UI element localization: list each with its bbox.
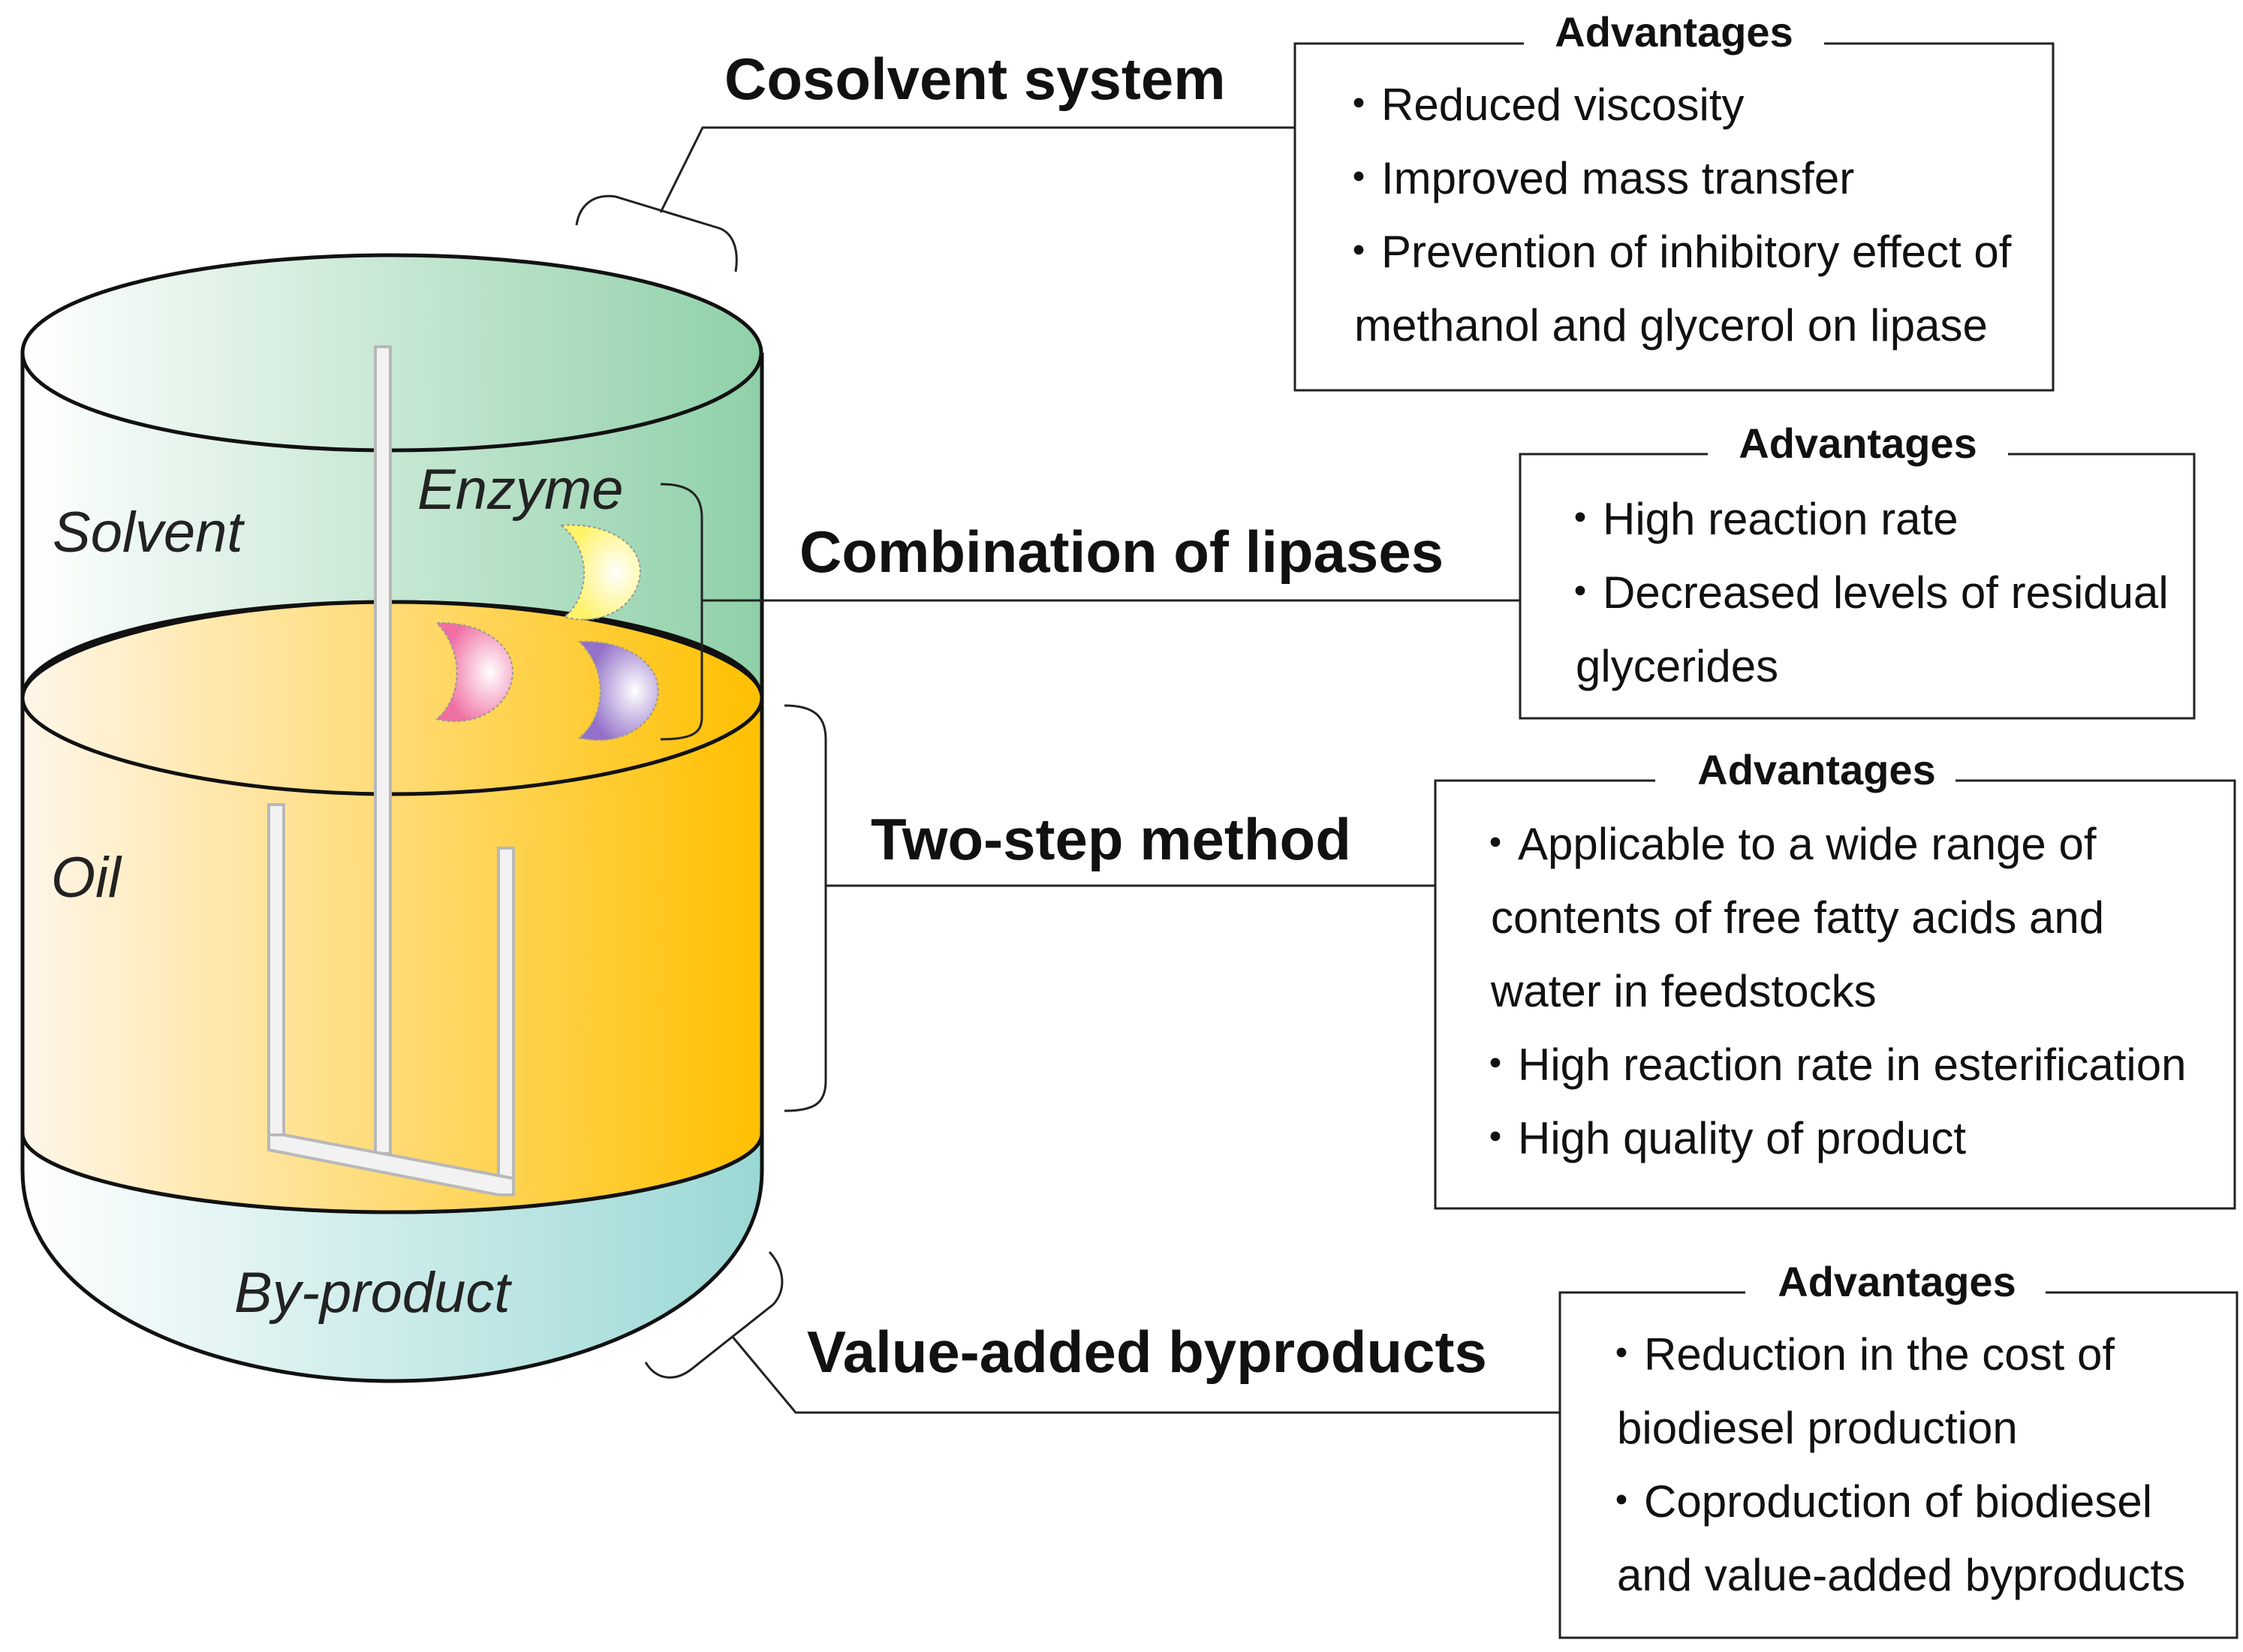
advantage-item: ・Prevention of inhibitory effect of bbox=[1336, 227, 2012, 277]
section-byproducts: Value-added byproducts Advantages ・Reduc… bbox=[807, 1258, 2238, 1639]
byproduct-label: By-product bbox=[234, 1261, 512, 1325]
advantage-item: ・Reduced viscosity bbox=[1336, 80, 1745, 130]
advantages-title: Advantages bbox=[1778, 1258, 2016, 1305]
advantage-item: ・High reaction rate in esterification bbox=[1473, 1040, 2186, 1090]
byproducts-connector bbox=[730, 1335, 1560, 1414]
advantage-list: ・High reaction rate ・Decreased levels of … bbox=[1558, 494, 2169, 691]
lipases-bracket bbox=[660, 483, 703, 741]
byproducts-bracket bbox=[644, 1250, 784, 1379]
section-lipases: Combination of lipases Advantages ・High … bbox=[799, 420, 2196, 720]
advantages-title: Advantages bbox=[1739, 420, 1977, 467]
advantages-title: Advantages bbox=[1697, 746, 1935, 793]
vessel-bottom-outline bbox=[20, 1133, 764, 1383]
enzyme-label: Enzyme bbox=[417, 458, 624, 522]
advantage-item: ・Decreased levels of residual bbox=[1558, 567, 2169, 618]
stirrer bbox=[267, 345, 515, 1196]
advantage-list: ・Applicable to a wide range of contents o… bbox=[1473, 819, 2186, 1163]
advantage-item-continuation: biodiesel production bbox=[1617, 1403, 2018, 1453]
stirrer-left-blade bbox=[267, 803, 285, 1151]
cosolvent-connector bbox=[659, 126, 1295, 213]
section-title: Value-added byproducts bbox=[807, 1319, 1487, 1385]
connector-lines bbox=[575, 126, 1560, 1414]
stirrer-right-blade bbox=[497, 847, 515, 1195]
advantages-title: Advantages bbox=[1555, 8, 1793, 56]
stirrer-shaft bbox=[374, 345, 392, 1155]
section-title: Two-step method bbox=[871, 806, 1351, 872]
advantage-item: ・High quality of product bbox=[1473, 1113, 1966, 1163]
enzyme-pink-icon bbox=[435, 621, 513, 723]
advantage-item: ・Reduction in the cost of bbox=[1599, 1329, 2115, 1380]
stirrer-bottom-bar bbox=[267, 1133, 515, 1196]
advantage-item: ・Coproduction of biodiesel bbox=[1599, 1476, 2152, 1527]
advantage-item: ・Improved mass transfer bbox=[1336, 153, 1854, 203]
section-twostep: Two-step method Advantages ・Applicable t… bbox=[871, 746, 2236, 1210]
reactor-vessel: Solvent Enzyme Oil By-product bbox=[20, 253, 764, 1383]
advantage-item-continuation: and value-added byproducts bbox=[1617, 1550, 2185, 1600]
advantage-list: ・Reduced viscosity ・Improved mass transfe… bbox=[1336, 80, 2012, 351]
section-cosolvent: Cosolvent system Advantages ・Reduced vis… bbox=[724, 8, 2055, 392]
advantage-item-continuation: water in feedstocks bbox=[1490, 966, 1877, 1016]
section-title: Cosolvent system bbox=[724, 46, 1226, 112]
advantage-item-continuation: glycerides bbox=[1576, 641, 1778, 691]
cosolvent-bracket bbox=[575, 194, 738, 272]
advantage-item-continuation: methanol and glycerol on lipase bbox=[1354, 300, 1988, 351]
advantage-item: ・Applicable to a wide range of bbox=[1473, 819, 2097, 869]
enzyme-purple-icon bbox=[577, 640, 659, 741]
advantage-item: ・High reaction rate bbox=[1558, 494, 1958, 544]
oil-label: Oil bbox=[51, 846, 122, 910]
advantage-list: ・Reduction in the cost of biodiesel produ… bbox=[1599, 1329, 2185, 1600]
advantage-item-continuation: contents of free fatty acids and bbox=[1491, 892, 2104, 943]
twostep-bracket bbox=[784, 704, 827, 1112]
enzyme-yellow-icon bbox=[559, 524, 641, 621]
section-title: Combination of lipases bbox=[799, 519, 1444, 585]
solvent-label: Solvent bbox=[53, 501, 245, 564]
